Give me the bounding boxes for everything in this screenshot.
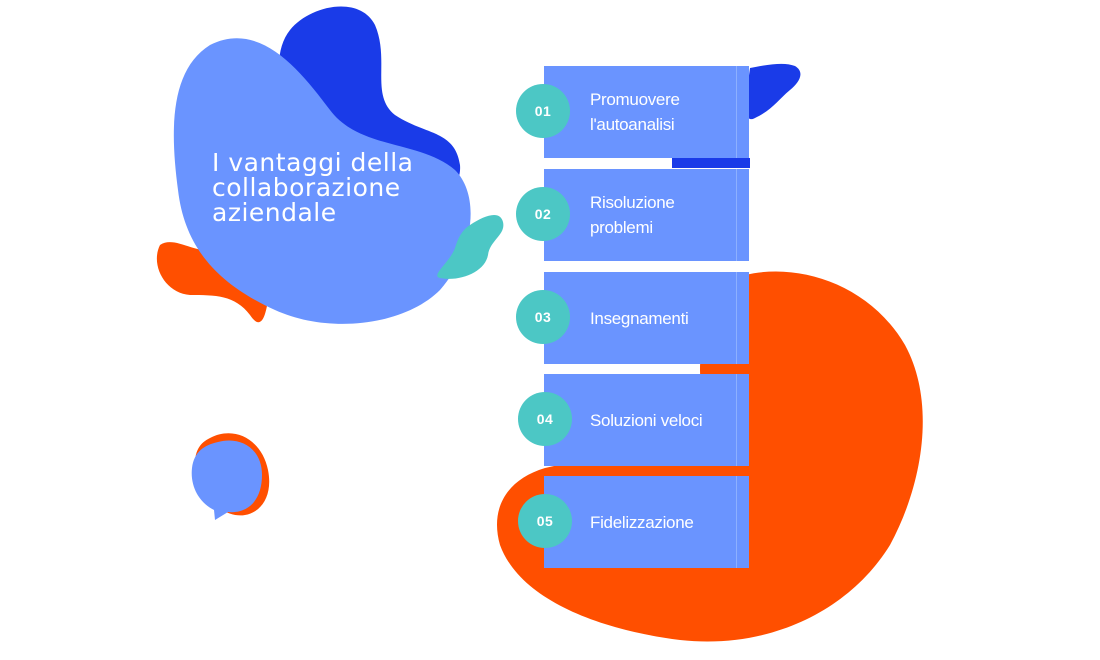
step-edge [736,272,749,364]
step-number-badge: 04 [518,392,572,446]
title-line: collaborazione [212,173,401,202]
step-label: Soluzioni veloci [590,410,703,430]
step-number-badge: 01 [516,84,570,138]
dark-blue-blob-right [745,63,801,120]
page-title: I vantaggi della collaborazione aziendal… [212,150,452,225]
step-number-badge: 03 [516,290,570,344]
step-card-05: Fidelizzazione [544,476,749,568]
dark-blue-stripe [672,158,750,168]
step-card-03: Insegnamenti [544,272,749,364]
step-label: Insegnamenti [590,308,689,328]
step-card-04: Soluzioni veloci [544,374,749,466]
step-label: Promuovere l'autoanalisi [590,90,680,134]
title-line: aziendale [212,198,337,227]
step-label: Risoluzione problemi [590,193,675,237]
step-number-badge: 05 [518,494,572,548]
step-card-02: Risoluzione problemi [544,169,749,261]
step-edge [736,374,749,466]
blue-bubble [191,440,262,520]
step-card-01: Promuovere l'autoanalisi [544,66,749,158]
light-blue-blob [173,38,471,324]
teal-blob [437,214,504,279]
step-edge [736,476,749,568]
step-edge [736,66,749,158]
step-edge [736,169,749,261]
title-line: I vantaggi della [212,148,414,177]
step-number-badge: 02 [516,187,570,241]
step-label: Fidelizzazione [590,512,694,532]
